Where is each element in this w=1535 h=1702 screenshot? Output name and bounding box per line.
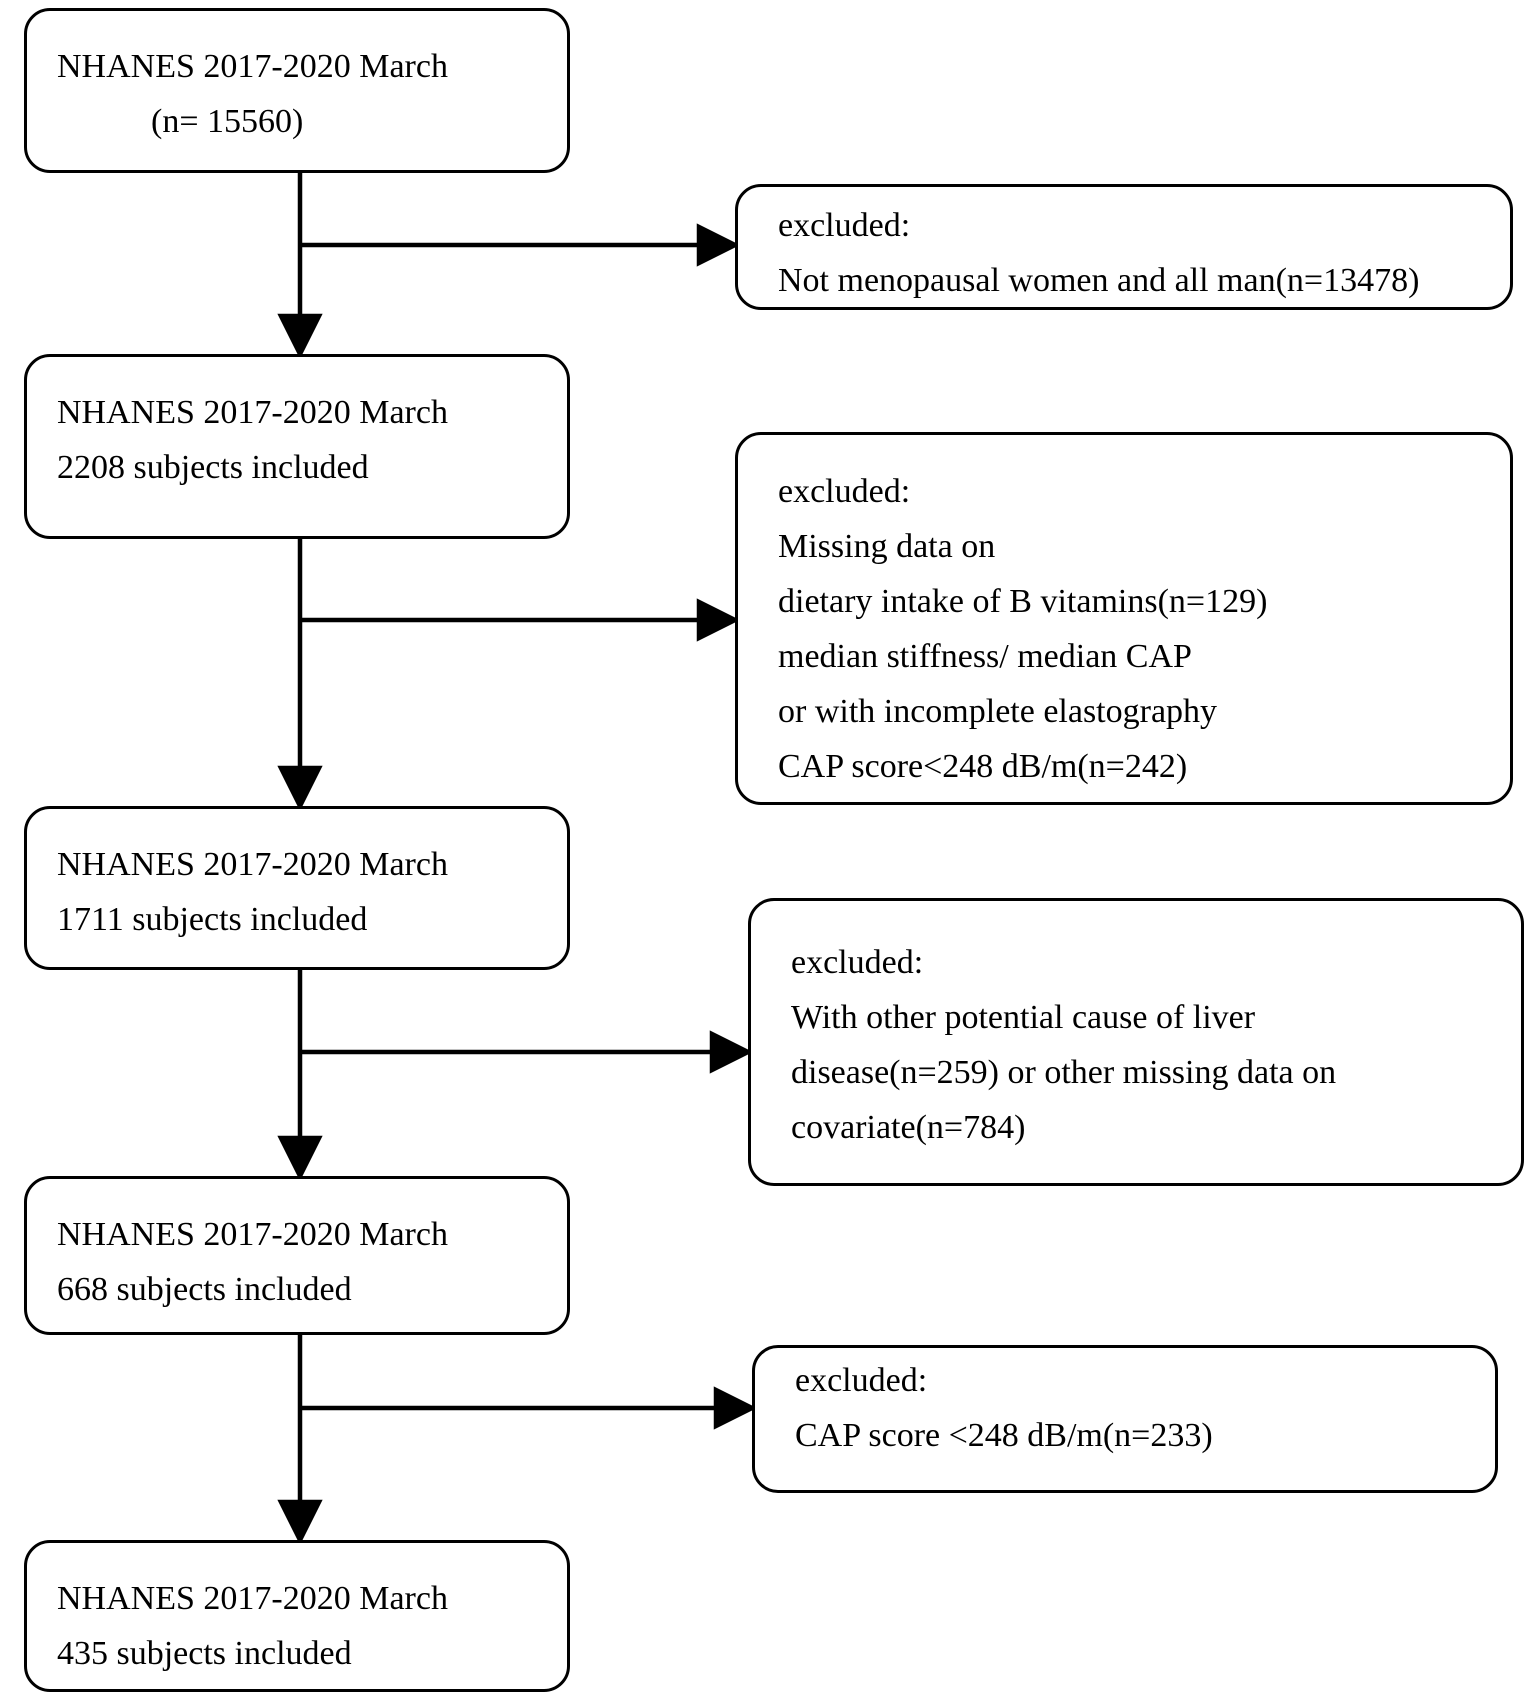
box-line: 668 subjects included bbox=[57, 1271, 352, 1308]
box-line: With other potential cause of liver bbox=[791, 999, 1256, 1036]
box-line: dietary intake of B vitamins(n=129) bbox=[778, 583, 1268, 620]
box-line: NHANES 2017-2020 March bbox=[57, 846, 448, 883]
arrowhead-down-4 bbox=[277, 1499, 323, 1546]
arrowhead-right-4 bbox=[713, 1386, 758, 1430]
box-line: 1711 subjects included bbox=[57, 901, 368, 938]
excluded-box-4: excluded: CAP score <248 dB/m(n=233) bbox=[752, 1345, 1498, 1493]
box-line: covariate(n=784) bbox=[791, 1109, 1026, 1146]
arrowhead-down-3 bbox=[277, 1135, 323, 1182]
cohort-box-5: NHANES 2017-2020 March 435 subjects incl… bbox=[24, 1540, 570, 1692]
cohort-box-4: NHANES 2017-2020 March 668 subjects incl… bbox=[24, 1176, 570, 1335]
arrowhead-right-1 bbox=[696, 223, 741, 267]
arrowhead-right-2 bbox=[696, 598, 741, 642]
cohort-box-3: NHANES 2017-2020 March 1711 subjects inc… bbox=[24, 806, 570, 970]
box-line: NHANES 2017-2020 March bbox=[57, 1580, 448, 1617]
box-line: excluded: bbox=[791, 944, 924, 981]
box-line: NHANES 2017-2020 March bbox=[57, 394, 448, 431]
arrowhead-down-2 bbox=[277, 765, 323, 812]
cohort-box-2: NHANES 2017-2020 March 2208 subjects inc… bbox=[24, 354, 570, 539]
arrowhead-down-1 bbox=[277, 313, 323, 360]
box-line: CAP score<248 dB/m(n=242) bbox=[778, 748, 1188, 785]
arrowhead-right-3 bbox=[709, 1030, 754, 1074]
box-line: median stiffness/ median CAP bbox=[778, 638, 1192, 675]
box-line: CAP score <248 dB/m(n=233) bbox=[795, 1417, 1213, 1454]
box-line: NHANES 2017-2020 March bbox=[57, 48, 448, 85]
excluded-box-3: excluded: With other potential cause of … bbox=[748, 898, 1524, 1186]
box-line: NHANES 2017-2020 March bbox=[57, 1216, 448, 1253]
box-line: Missing data on bbox=[778, 528, 996, 565]
cohort-box-1: NHANES 2017-2020 March (n= 15560) bbox=[24, 8, 570, 173]
box-line: excluded: bbox=[778, 473, 911, 510]
box-line: disease(n=259) or other missing data on bbox=[791, 1054, 1337, 1091]
excluded-box-2: excluded: Missing data on dietary intake… bbox=[735, 432, 1513, 805]
box-line: excluded: bbox=[795, 1362, 928, 1399]
box-line: 435 subjects included bbox=[57, 1635, 352, 1672]
box-line: or with incomplete elastography bbox=[778, 693, 1218, 730]
box-line: excluded: bbox=[778, 207, 911, 244]
excluded-box-1: excluded: Not menopausal women and all m… bbox=[735, 184, 1513, 310]
box-line: 2208 subjects included bbox=[57, 449, 369, 486]
box-line: (n= 15560) bbox=[151, 103, 304, 140]
box-line: Not menopausal women and all man(n=13478… bbox=[778, 262, 1420, 299]
